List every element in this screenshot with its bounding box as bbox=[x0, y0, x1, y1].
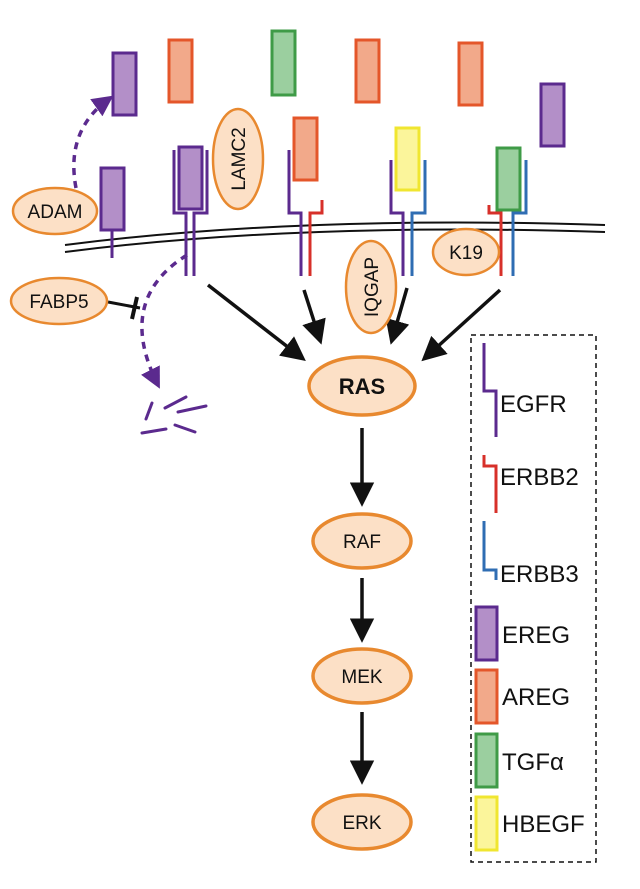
fabp5-label: FABP5 bbox=[29, 292, 88, 313]
k19-label: K19 bbox=[449, 243, 483, 264]
free-areg-ligand bbox=[167, 38, 194, 104]
raf-node: RAF bbox=[311, 512, 413, 570]
free-ereg-ligand bbox=[111, 51, 138, 117]
legend-hbegf-label: HBEGF bbox=[502, 811, 585, 838]
legend-item-areg: AREG bbox=[474, 668, 570, 725]
free-ereg-ligand bbox=[539, 82, 566, 148]
adam-label: ADAM bbox=[28, 202, 83, 223]
legend-item-erbb3: ERBB3 bbox=[482, 521, 579, 588]
egfr-erbb2-dimer bbox=[287, 116, 324, 276]
erk-node: ERK bbox=[311, 793, 413, 851]
adam-node: ADAM bbox=[11, 186, 99, 236]
areg-swatch bbox=[474, 668, 499, 725]
receptor-to-ras-arrows bbox=[206, 283, 502, 785]
legend-erbb3-label: ERBB3 bbox=[500, 561, 579, 588]
legend-item-erbb2: ERBB2 bbox=[482, 455, 579, 513]
legend-item-hbegf: HBEGF bbox=[474, 795, 585, 852]
ras-label: RAS bbox=[339, 374, 385, 399]
mek-node: MEK bbox=[311, 647, 413, 705]
ereg-swatch bbox=[474, 605, 499, 662]
legend-erbb2-label: ERBB2 bbox=[500, 464, 579, 491]
iqgap-label: IQGAP bbox=[362, 257, 383, 317]
erbb2-symbol bbox=[482, 455, 498, 513]
raf-label: RAF bbox=[343, 532, 381, 553]
legend-egfr-label: EGFR bbox=[500, 391, 567, 418]
degraded-receptor-fragments bbox=[140, 395, 208, 435]
legend-item-egfr: EGFR bbox=[482, 343, 567, 437]
free-areg-ligand bbox=[354, 38, 381, 104]
iqgap-node: IQGAP bbox=[344, 239, 398, 335]
erk-label: ERK bbox=[342, 813, 381, 834]
legend: EGFR ERBB2 ERBB3 EREG AREG TGFα HBEGF bbox=[470, 334, 597, 863]
erbb3-symbol bbox=[482, 521, 498, 580]
free-areg-ligand bbox=[457, 41, 484, 107]
mek-label: MEK bbox=[341, 667, 383, 688]
free-tgfa-ligand bbox=[270, 29, 297, 97]
degradation-arrow bbox=[140, 253, 188, 389]
lamc2-node: LAMC2 bbox=[211, 107, 265, 211]
membrane-ereg-precursor bbox=[99, 166, 126, 258]
hbegf-swatch bbox=[474, 795, 499, 852]
ras-node: RAS bbox=[307, 355, 417, 417]
tgfa-swatch bbox=[474, 732, 499, 789]
legend-item-tgfa: TGFα bbox=[474, 732, 564, 789]
k19-node: K19 bbox=[431, 227, 501, 277]
lamc2-label: LAMC2 bbox=[229, 127, 250, 190]
legend-ereg-label: EREG bbox=[502, 622, 570, 649]
legend-areg-label: AREG bbox=[502, 684, 570, 711]
cell-membrane bbox=[64, 221, 606, 253]
adam-shedding-arrow bbox=[72, 95, 114, 189]
egfr-symbol bbox=[482, 343, 498, 437]
fabp5-inhibition bbox=[107, 296, 141, 320]
fabp5-node: FABP5 bbox=[9, 276, 109, 326]
egfr-homodimer bbox=[172, 145, 209, 276]
egfr-erbb3-dimer bbox=[389, 126, 427, 276]
legend-item-ereg: EREG bbox=[474, 605, 570, 662]
free-ligands bbox=[111, 29, 566, 148]
legend-tgfa-label: TGFα bbox=[502, 749, 564, 776]
erbb2-erbb3-dimer bbox=[487, 146, 528, 276]
